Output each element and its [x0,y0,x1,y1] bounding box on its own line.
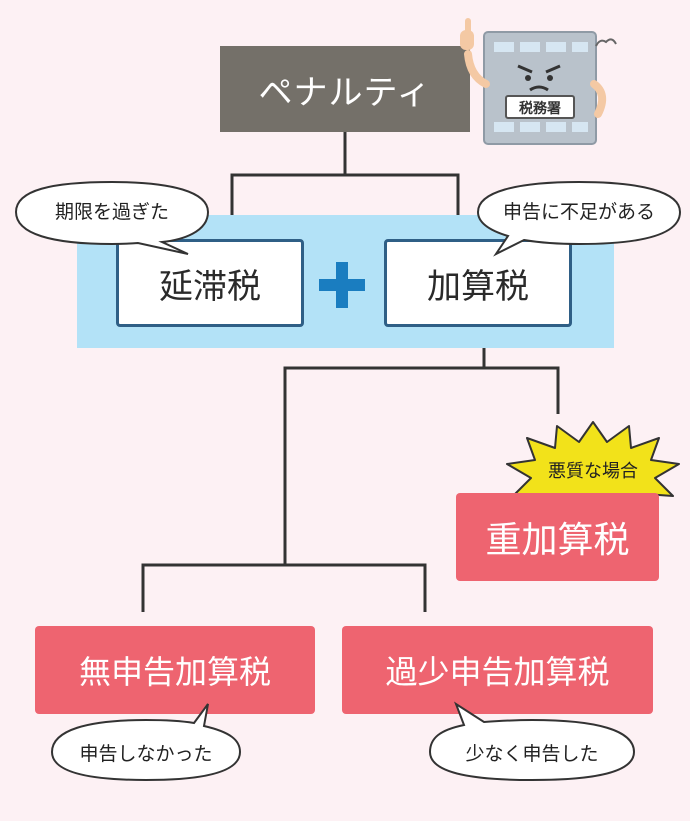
past-deadline-text: 期限を過ぎた [54,200,169,223]
penalty-label: ペナルティ [258,72,432,113]
no-filing-tax-label: 無申告加算税 [78,653,271,691]
tax-office-illustration: 税務署 [448,14,618,154]
malicious-case-text: 悪質な場合 [548,461,638,482]
late-payment-tax-label: 延滞税 [159,266,261,307]
connector-add-branch [283,366,560,565]
did-not-file-bubble: 申告しなかった [48,703,244,784]
heavy-additional-tax-label: 重加算税 [485,520,630,561]
additional-tax-label: 加算税 [427,266,529,307]
under-filing-tax-box: 過少申告加算税 [342,626,653,714]
no-filing-tax-box: 無申告加算税 [35,626,315,714]
past-deadline-bubble: 期限を過ぎた [12,176,212,255]
additional-tax-box: 加算税 [384,239,572,327]
late-payment-tax-box: 延滞税 [116,239,304,327]
filed-too-little-text: 少なく申告した [465,742,599,765]
insufficient-filing-bubble: 申告に不足がある [474,176,684,257]
under-filing-tax-label: 過少申告加算税 [385,653,610,691]
did-not-file-text: 申告しなかった [79,742,213,765]
connector-root-branch [230,173,460,222]
insufficient-filing-text: 申告に不足がある [502,200,655,223]
filed-too-little-bubble: 少なく申告した [426,701,638,784]
connector-filing-branch [141,563,427,612]
plus-icon [319,262,365,308]
heavy-additional-tax-box: 重加算税 [456,493,659,581]
penalty-box: ペナルティ [220,46,470,132]
tax-office-sign: 税務署 [519,101,561,117]
